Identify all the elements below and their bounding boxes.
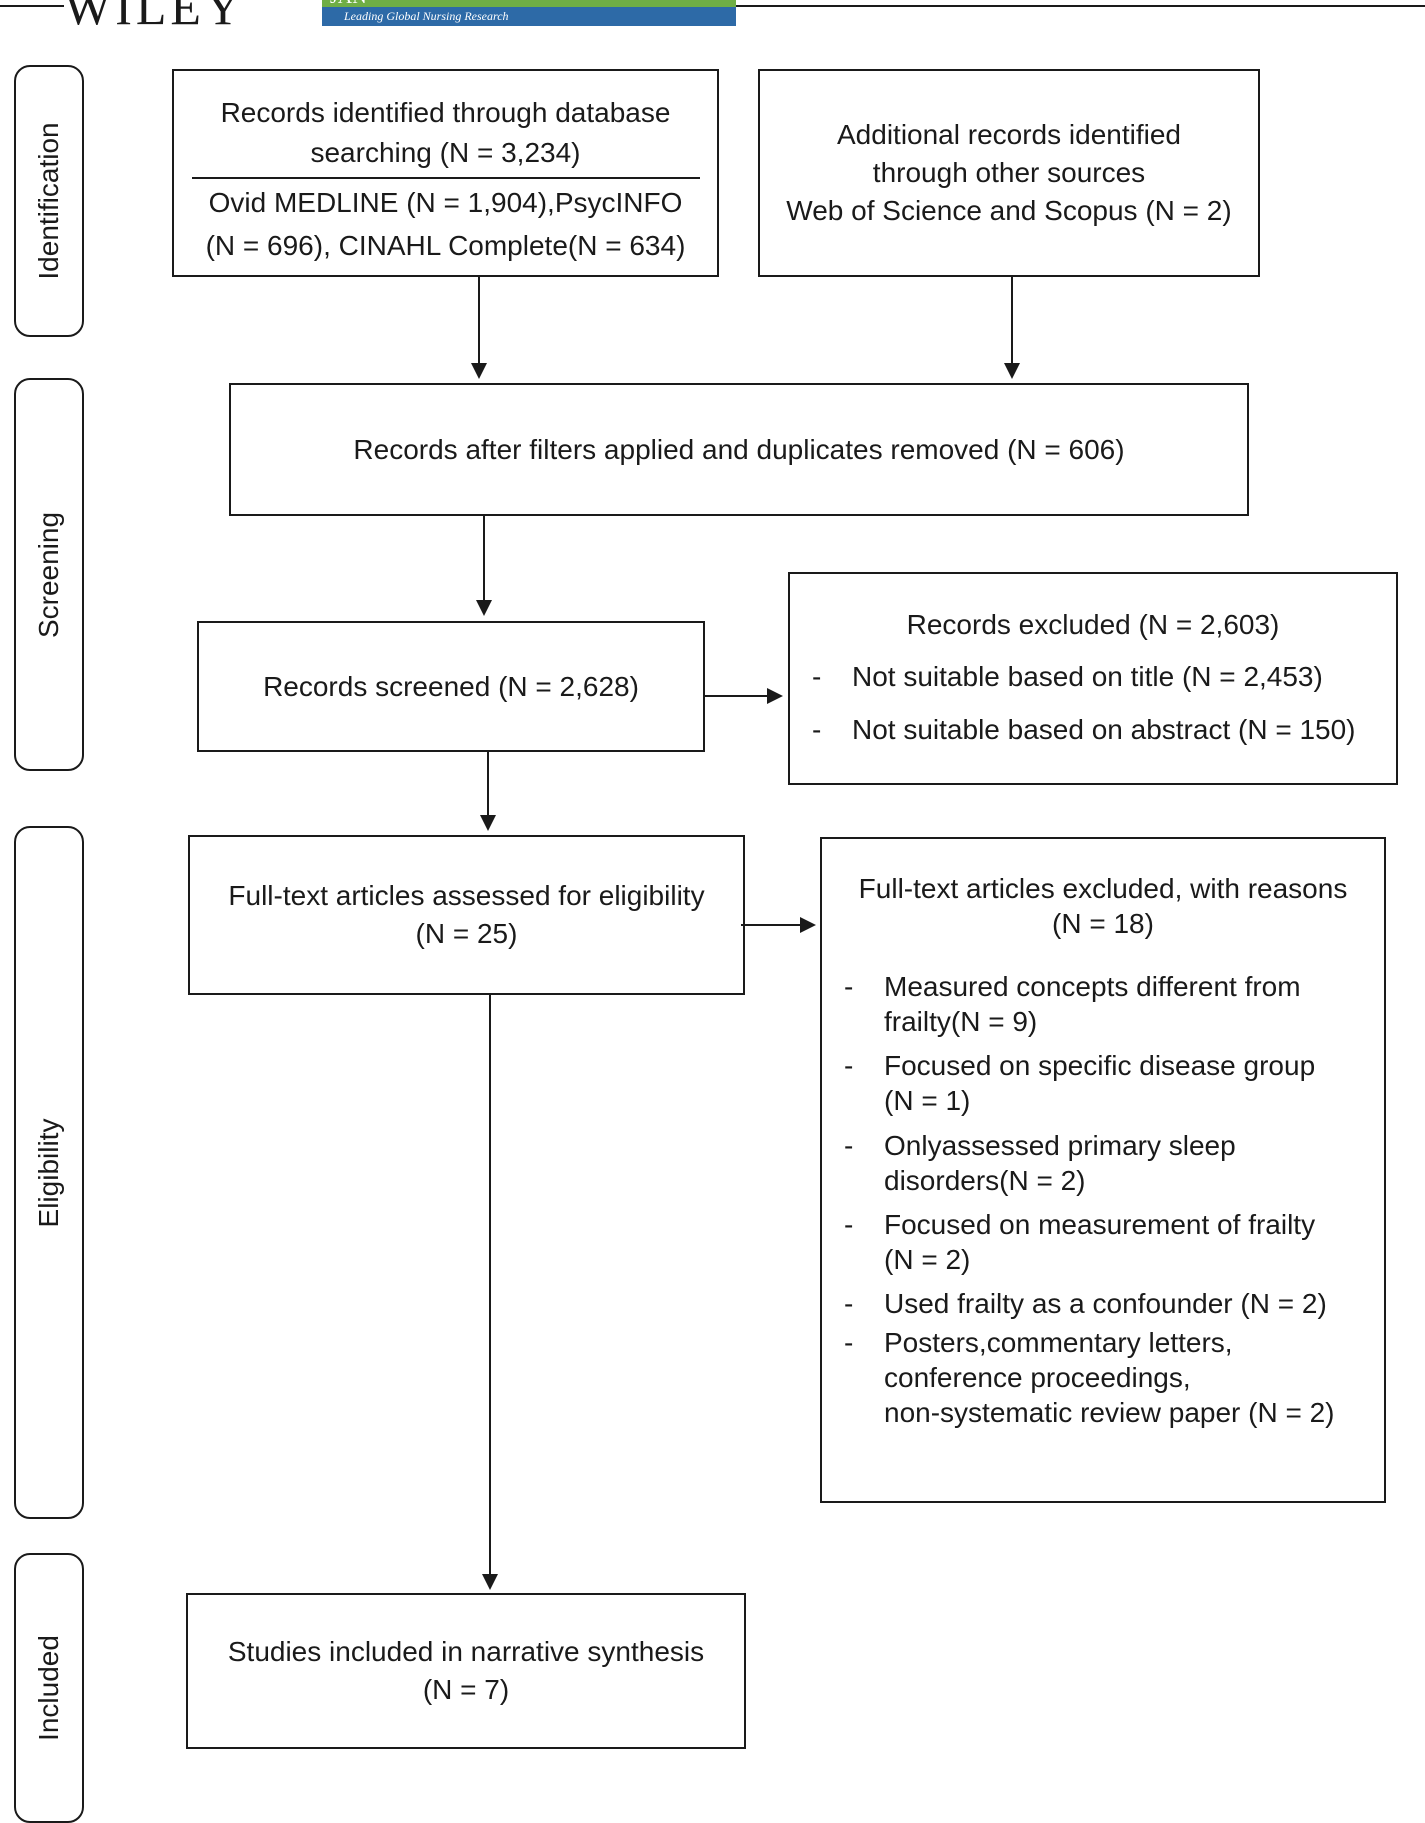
arrow-head-fulltext-to-included bbox=[482, 1574, 498, 1590]
header-rule-left bbox=[0, 5, 64, 7]
reason-item-2: - Focused on specific disease group (N =… bbox=[844, 1048, 1364, 1116]
db-line-3: Ovid MEDLINE (N = 1,904),PsycINFO bbox=[208, 187, 683, 218]
db-line-1: Records identified through database bbox=[220, 97, 671, 128]
reason-text: Posters,commentary letters, bbox=[884, 1327, 1233, 1358]
excluded-title: Records excluded (N = 2,603) bbox=[906, 609, 1280, 640]
banner-green-strip bbox=[322, 0, 736, 7]
reason-text: Focused on specific disease group bbox=[884, 1050, 1316, 1081]
database-search-box: Records identified through database sear… bbox=[172, 69, 719, 277]
reason-text: Measured concepts different from bbox=[884, 971, 1301, 1002]
arrow-line-dedup-to-screened bbox=[483, 516, 485, 601]
arrow-head-db-to-dedup bbox=[471, 363, 487, 379]
arrow-line-screened-to-fulltext bbox=[487, 752, 489, 816]
excluded-item-text: Not suitable based on abstract (N = 150) bbox=[852, 714, 1356, 745]
records-after-dedup-box: Records after filters applied and duplic… bbox=[229, 383, 1249, 516]
arrow-head-screened-to-fulltext bbox=[480, 815, 496, 831]
stage-label: Included bbox=[33, 1635, 64, 1741]
arrow-line-fulltext-to-reasons bbox=[741, 924, 801, 926]
list-dash: - bbox=[812, 714, 822, 745]
stage-identification: Identification bbox=[14, 65, 84, 337]
reasons-title-2: (N = 18) bbox=[1052, 908, 1154, 939]
other-sources-box: Additional records identified through ot… bbox=[758, 69, 1260, 277]
reason-text: (N = 1) bbox=[884, 1085, 971, 1116]
reason-text: Onlyassessed primary sleep bbox=[884, 1130, 1236, 1161]
db-divider bbox=[192, 177, 700, 179]
fulltext-excluded-box: Full-text articles excluded, with reason… bbox=[820, 837, 1386, 1503]
banner-blue-strip bbox=[322, 7, 736, 26]
stage-label: Eligibility bbox=[33, 1118, 64, 1227]
list-dash: - bbox=[844, 1327, 854, 1358]
other-line-3: Web of Science and Scopus (N = 2) bbox=[786, 195, 1232, 226]
reason-text: disorders(N = 2) bbox=[884, 1165, 1086, 1196]
reason-text: conference proceedings, bbox=[884, 1362, 1191, 1393]
list-dash: - bbox=[844, 1209, 854, 1240]
excluded-item-2: - Not suitable based on abstract (N = 15… bbox=[812, 711, 1356, 749]
records-excluded-box: Records excluded (N = 2,603) - Not suita… bbox=[788, 572, 1398, 785]
stage-screening: Screening bbox=[14, 378, 84, 771]
reason-text: Used frailty as a confounder (N = 2) bbox=[884, 1288, 1327, 1319]
arrow-line-fulltext-to-included bbox=[489, 995, 491, 1575]
list-dash: - bbox=[844, 971, 854, 1002]
stage-label: Screening bbox=[33, 511, 64, 638]
arrow-line-db-to-dedup bbox=[478, 277, 480, 364]
list-dash: - bbox=[844, 1288, 854, 1319]
other-line-1: Additional records identified bbox=[837, 119, 1181, 150]
included-line-2: (N = 7) bbox=[422, 1674, 510, 1705]
reason-text: Focused on measurement of frailty bbox=[884, 1209, 1316, 1240]
header-rule-right bbox=[736, 5, 1425, 7]
journal-banner: JAN Leading Global Nursing Research bbox=[322, 0, 736, 26]
db-line-2: searching (N = 3,234) bbox=[310, 137, 581, 168]
reason-text: non-systematic review paper (N = 2) bbox=[884, 1397, 1335, 1428]
arrow-line-screened-to-excluded bbox=[705, 695, 768, 697]
journal-tagline: Leading Global Nursing Research bbox=[344, 9, 509, 23]
reason-text: (N = 2) bbox=[884, 1244, 971, 1275]
list-dash: - bbox=[844, 1130, 854, 1161]
excluded-item-text: Not suitable based on title (N = 2,453) bbox=[852, 661, 1323, 692]
included-line-1: Studies included in narrative synthesis bbox=[227, 1636, 705, 1667]
reason-item-6: - Posters,commentary letters, conference… bbox=[844, 1325, 1364, 1428]
screened-text: Records screened (N = 2,628) bbox=[263, 670, 639, 702]
reasons-title-1: Full-text articles excluded, with reason… bbox=[858, 873, 1348, 904]
excluded-item-1: - Not suitable based on title (N = 2,453… bbox=[812, 658, 1323, 696]
stage-eligibility: Eligibility bbox=[14, 826, 84, 1519]
list-dash: - bbox=[844, 1050, 854, 1081]
arrow-head-screened-to-excluded bbox=[767, 688, 783, 704]
dedup-text: Records after filters applied and duplic… bbox=[353, 433, 1125, 465]
journal-abbrev: JAN bbox=[330, 0, 367, 9]
arrow-head-other-to-dedup bbox=[1004, 363, 1020, 379]
list-dash: - bbox=[812, 661, 822, 692]
fulltext-assessed-box: Full-text articles assessed for eligibil… bbox=[188, 835, 745, 995]
reason-item-1: - Measured concepts different from frail… bbox=[844, 969, 1364, 1037]
stage-included: Included bbox=[14, 1553, 84, 1823]
stage-label: Identification bbox=[33, 122, 64, 280]
reason-item-3: - Onlyassessed primary sleep disorders(N… bbox=[844, 1128, 1364, 1196]
reason-item-5: - Used frailty as a confounder (N = 2) bbox=[844, 1286, 1364, 1321]
db-line-4: (N = 696), CINAHL Complete(N = 634) bbox=[205, 230, 686, 261]
arrow-line-other-to-dedup bbox=[1011, 277, 1013, 364]
studies-included-box: Studies included in narrative synthesis … bbox=[186, 1593, 746, 1749]
records-screened-box: Records screened (N = 2,628) bbox=[197, 621, 705, 752]
fulltext-line-1: Full-text articles assessed for eligibil… bbox=[228, 880, 705, 911]
reason-item-4: - Focused on measurement of frailty (N =… bbox=[844, 1207, 1364, 1275]
other-line-2: through other sources bbox=[872, 157, 1146, 188]
fulltext-line-2: (N = 25) bbox=[415, 918, 518, 949]
publisher-logo: WILEY bbox=[64, 0, 246, 35]
arrow-head-dedup-to-screened bbox=[476, 600, 492, 616]
reason-text: frailty(N = 9) bbox=[884, 1006, 1038, 1037]
arrow-head-fulltext-to-reasons bbox=[800, 917, 816, 933]
